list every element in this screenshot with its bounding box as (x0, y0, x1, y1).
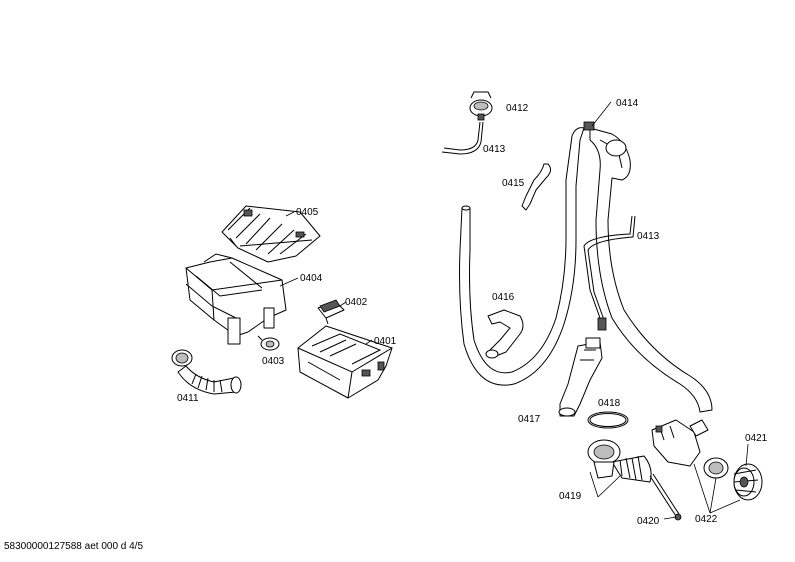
label-0422: 0422 (695, 514, 718, 525)
label-0416: 0416 (492, 292, 515, 303)
part-drain-hose-left[interactable] (459, 127, 585, 386)
label-0402: 0402 (345, 297, 368, 308)
label-0419: 0419 (559, 491, 582, 502)
part-0414-main-hose[interactable] (583, 121, 713, 413)
label-0401: 0401 (374, 336, 397, 347)
label-0418: 0418 (598, 398, 621, 409)
label-0417: 0417 (518, 414, 541, 425)
part-0416-hose-piece[interactable] (485, 309, 524, 359)
part-0401-housing[interactable] (297, 325, 393, 399)
label-0415: 0415 (502, 178, 525, 189)
part-0418-ring-clamp[interactable] (587, 411, 629, 429)
label-0411: 0411 (177, 393, 199, 404)
part-pump[interactable] (651, 419, 729, 479)
label-0403: 0403 (262, 356, 285, 367)
label-0420: 0420 (637, 516, 660, 527)
part-0412-clamp[interactable] (469, 91, 493, 121)
part-0413-wire-upper[interactable] (441, 121, 484, 155)
label-0414: 0414 (616, 98, 639, 109)
part-0404-drawer[interactable] (185, 253, 287, 345)
part-0403[interactable] (257, 335, 280, 351)
part-0415-small-hose[interactable] (521, 163, 552, 211)
label-0405: 0405 (296, 207, 319, 218)
label-0404: 0404 (300, 273, 323, 284)
label-0421: 0421 (745, 433, 768, 444)
part-0417-sump-hose[interactable] (558, 337, 603, 417)
document-footer-code: 58300000127588 aet 000 d 4/5 (4, 541, 144, 552)
part-0402[interactable] (317, 299, 345, 325)
part-0422-filter[interactable] (733, 463, 763, 501)
label-0413-upper: 0413 (483, 144, 506, 155)
part-0405-grille[interactable] (221, 205, 321, 263)
part-0419-sump[interactable] (587, 439, 652, 483)
leader-lines (279, 101, 749, 520)
label-0413-right: 0413 (637, 231, 660, 242)
label-0412: 0412 (506, 103, 529, 114)
part-labels: 0405 0404 0402 0403 0401 0411 0412 0413 … (177, 98, 768, 527)
part-0420-rod[interactable] (649, 473, 682, 521)
part-0411-hose[interactable] (171, 349, 242, 395)
part-0413-wire-right[interactable] (583, 215, 636, 331)
